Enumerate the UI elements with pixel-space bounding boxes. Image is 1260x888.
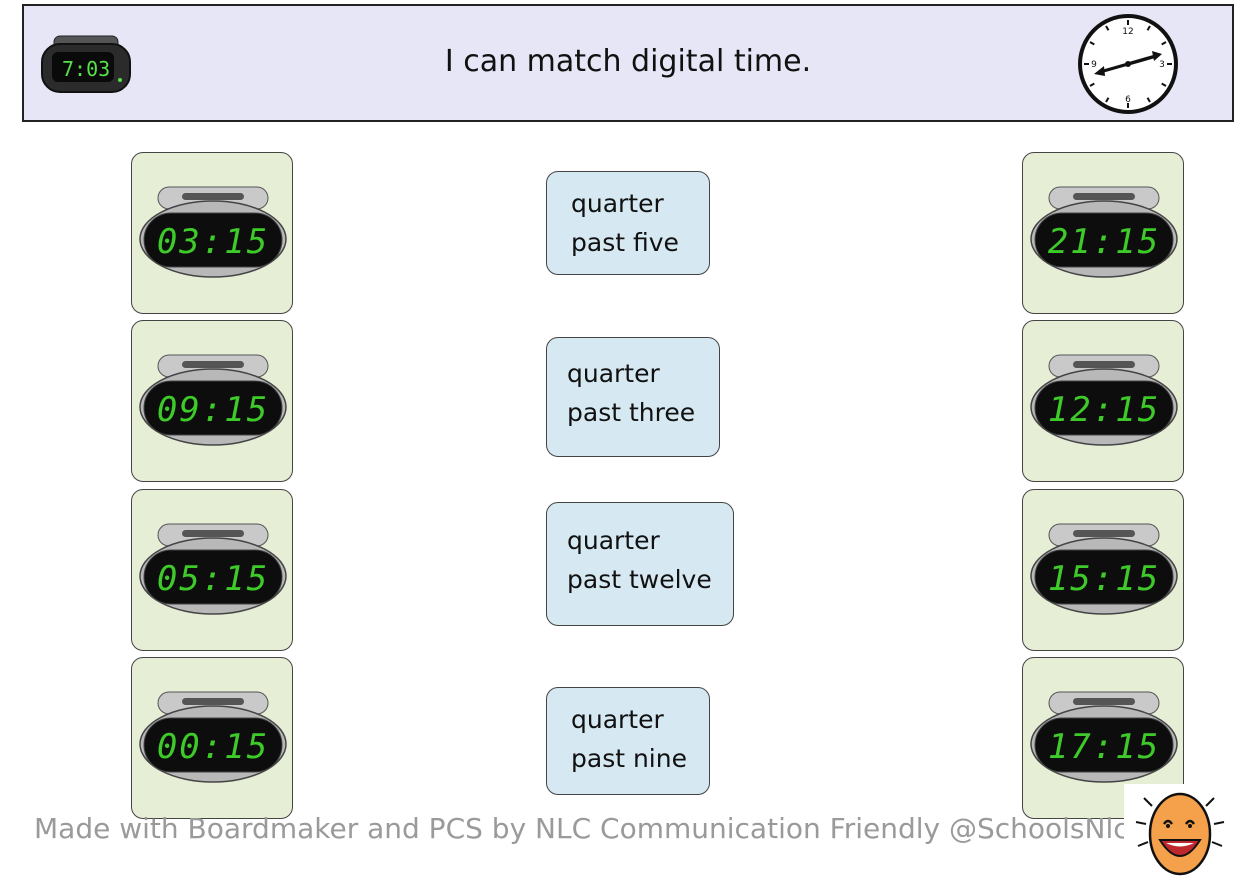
digital-time: 15:15 [1048, 559, 1160, 599]
alarm-clock-display: 7:03 [62, 57, 110, 81]
digital-time: 09:15 [157, 390, 269, 430]
clock-numeral-12: 12 [1122, 27, 1133, 37]
clock-numeral-3: 3 [1159, 60, 1165, 70]
left-clock-card-4[interactable]: 00:15 [131, 657, 293, 819]
alarm-clock-icon: 12:15 [1030, 354, 1178, 446]
right-clock-card-3[interactable]: 15:15 [1022, 489, 1184, 651]
digital-time: 05:15 [157, 559, 269, 599]
word-card-line: past twelve [567, 565, 712, 594]
alarm-clock-icon: 21:15 [1030, 186, 1178, 278]
page-title: I can match digital time. [444, 44, 812, 79]
word-card-line: quarter [571, 189, 664, 218]
word-card-line: quarter [571, 705, 664, 734]
analog-clock-icon: 12 3 6 9 [1076, 12, 1180, 120]
left-clock-card-1[interactable]: 03:15 [131, 152, 293, 314]
alarm-clock-icon: 15:15 [1030, 523, 1178, 615]
word-card-line: quarter [567, 359, 660, 388]
right-clock-card-1[interactable]: 21:15 [1022, 152, 1184, 314]
word-card-4[interactable]: quarter past nine [546, 687, 710, 795]
word-card-line: past five [571, 228, 679, 257]
alarm-clock-icon: 17:15 [1030, 691, 1178, 783]
header-banner: 7:03 I can match digital time. 12 3 6 9 [22, 4, 1234, 122]
word-card-line: past three [567, 398, 696, 427]
clock-numeral-9: 9 [1091, 60, 1097, 70]
alarm-clock-icon: 03:15 [139, 186, 287, 278]
footer-credit: Made with Boardmaker and PCS by NLC Comm… [34, 812, 1129, 845]
word-card-line: quarter [567, 526, 660, 555]
left-clock-card-3[interactable]: 05:15 [131, 489, 293, 651]
smiling-face-icon [1124, 784, 1236, 884]
alarm-clock-icon: 05:15 [139, 523, 287, 615]
word-card-3[interactable]: quarter past twelve [546, 502, 734, 626]
alarm-clock-icon: 00:15 [139, 691, 287, 783]
right-clock-card-2[interactable]: 12:15 [1022, 320, 1184, 482]
word-card-1[interactable]: quarter past five [546, 171, 710, 275]
word-card-line: past nine [571, 744, 687, 773]
word-card-2[interactable]: quarter past three [546, 337, 720, 457]
digital-time: 21:15 [1048, 222, 1160, 262]
alarm-clock-icon: 7:03 [40, 34, 132, 100]
digital-time: 17:15 [1048, 727, 1160, 767]
digital-time: 00:15 [157, 727, 269, 767]
digital-time: 12:15 [1048, 390, 1160, 430]
clock-numeral-6: 6 [1125, 95, 1131, 105]
left-clock-card-2[interactable]: 09:15 [131, 320, 293, 482]
digital-time: 03:15 [157, 222, 269, 262]
alarm-clock-icon: 09:15 [139, 354, 287, 446]
